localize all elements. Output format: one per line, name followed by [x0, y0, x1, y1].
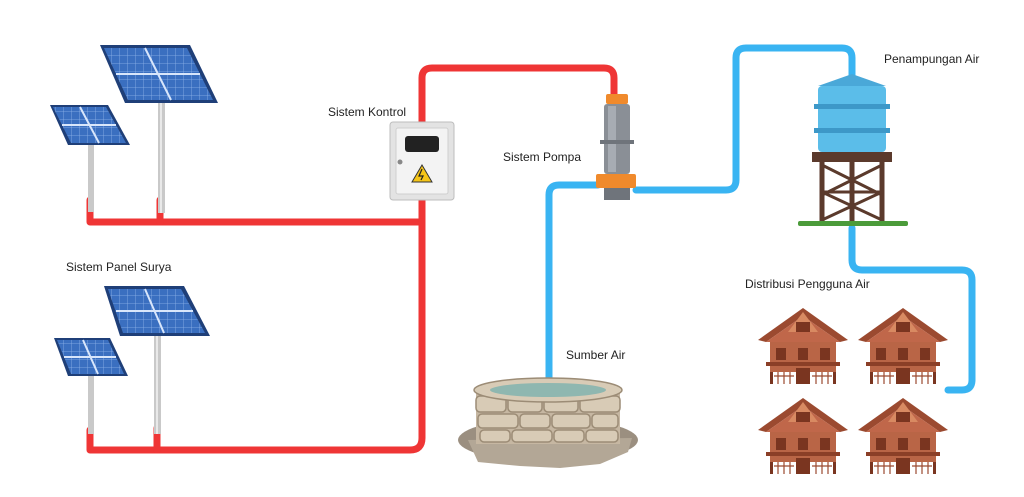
stone-well-icon	[458, 377, 638, 468]
water-line-tank-to-houses	[848, 224, 976, 394]
control-box-icon	[389, 121, 455, 201]
houses	[757, 307, 949, 475]
solar-panel-icon	[54, 286, 210, 434]
house-icon	[757, 307, 849, 385]
water-lines	[545, 44, 976, 394]
house-icon	[757, 397, 849, 475]
label-water-source: Sumber Air	[566, 348, 626, 362]
label-user-distribution: Distribusi Pengguna Air	[745, 277, 870, 291]
water-line-well-to-pump	[545, 181, 602, 384]
label-water-storage: Penampungan Air	[884, 52, 980, 66]
label-solar-panel-system: Sistem Panel Surya	[66, 260, 172, 274]
solar-panel-icon	[50, 45, 218, 213]
label-pump-system: Sistem Pompa	[503, 150, 582, 164]
water-tower-icon	[798, 74, 908, 226]
label-control-system: Sistem Kontrol	[328, 105, 407, 119]
house-icon	[857, 307, 949, 385]
house-icon	[857, 397, 949, 475]
power-line-control-to-pump	[418, 64, 618, 134]
power-line-bottom-panels	[86, 218, 426, 454]
water-line-pump-to-tank	[632, 44, 856, 194]
water-pump-icon	[596, 94, 636, 200]
power-line-top-panels	[86, 196, 426, 226]
